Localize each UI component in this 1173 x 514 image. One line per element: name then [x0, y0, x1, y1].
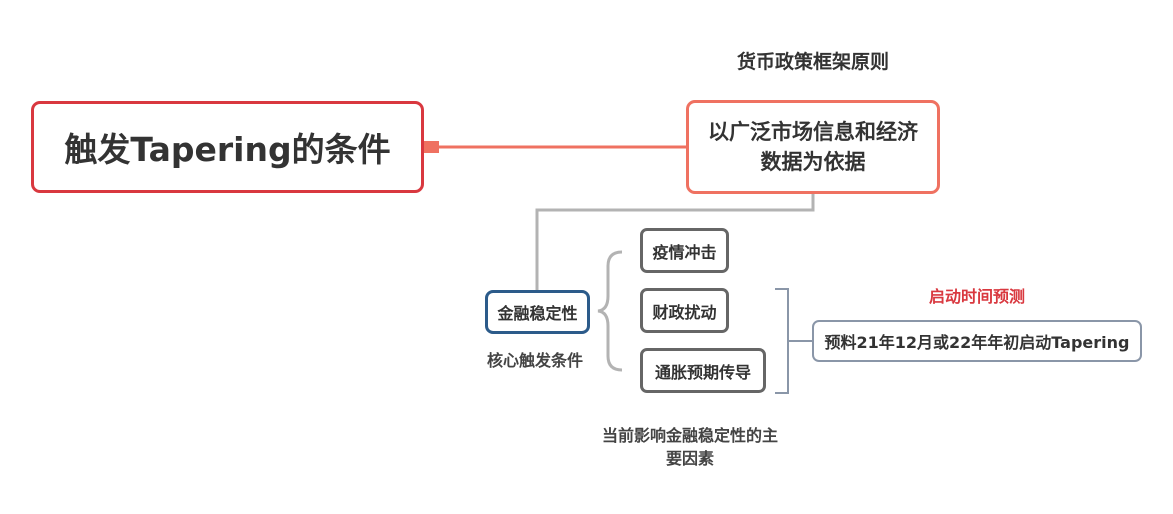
main-topic-label: 货币政策框架原则: [736, 51, 889, 73]
factor-node[interactable]: 疫情冲击: [640, 228, 729, 273]
factors-brace: [597, 250, 623, 372]
forecast-text: 预料21年12月或22年年初启动Tapering: [824, 333, 1130, 352]
forecast-label: 启动时间预测: [928, 287, 1025, 306]
main-topic[interactable]: 以广泛市场信息和经济数据为依据: [686, 100, 940, 194]
forecast-bracket: [775, 288, 789, 394]
factor-node[interactable]: 财政扰动: [640, 288, 729, 333]
core-topic-label: 核心触发条件: [486, 351, 583, 370]
factor-text: 疫情冲击: [652, 242, 717, 262]
forecast-node[interactable]: 预料21年12月或22年年初启动Tapering: [812, 320, 1142, 362]
factors-label: 当前影响金融稳定性的主要因素: [601, 426, 778, 468]
factor-text: 通胀预期传导: [654, 362, 751, 382]
factor-text: 财政扰动: [652, 302, 717, 322]
factor-node[interactable]: 通胀预期传导: [640, 348, 766, 393]
main-to-core-connector: [535, 194, 815, 290]
root-topic-text: 触发Tapering的条件: [64, 130, 391, 169]
core-topic-text: 金融稳定性: [497, 304, 578, 323]
root-connector-handle: [424, 141, 439, 153]
core-topic[interactable]: 金融稳定性: [485, 290, 590, 334]
root-topic[interactable]: 触发Tapering的条件: [31, 101, 424, 193]
main-topic-text: 以广泛市场信息和经济数据为依据: [708, 120, 918, 174]
